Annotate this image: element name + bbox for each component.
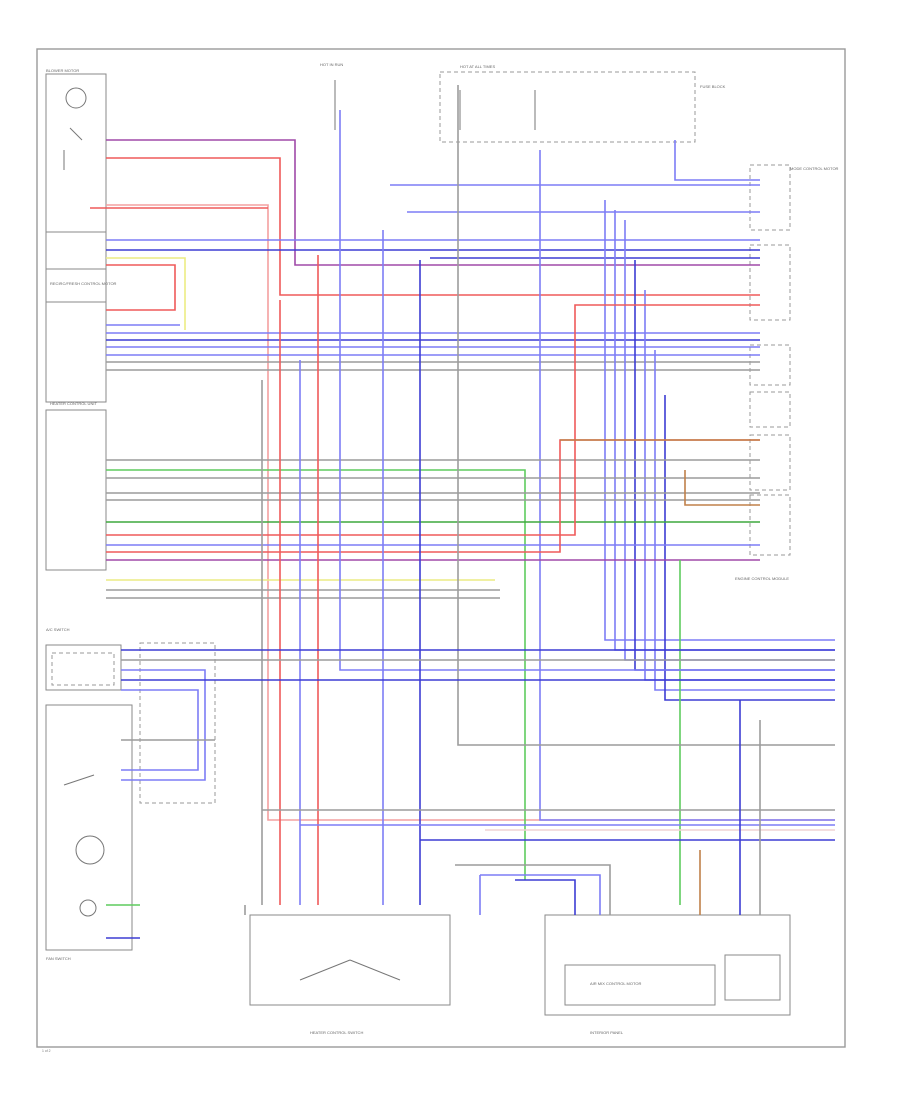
wire-navy-25: [664, 395, 835, 701]
wire-blue-46: [339, 110, 835, 671]
blower-motor-label: BLOWER MOTOR: [46, 68, 79, 73]
wire-blue-62: [479, 874, 601, 915]
fan-switch-label: FAN SWITCH: [46, 956, 71, 961]
wire-gray-64: [455, 864, 611, 915]
wire-red-10: [106, 264, 176, 311]
fuse-block-label: FUSE BLOCK: [700, 84, 726, 89]
wire-green-27: [106, 469, 526, 880]
mode-control-motor-label: MODE CONTROL MOTOR: [790, 166, 839, 171]
wire-violet-0: [106, 139, 760, 266]
interior-panel: INTERIOR PANEL AIR MIX CONTROL MOTOR: [544, 914, 791, 1035]
engine-control-module-label: ENGINE CONTROL MODULE: [735, 576, 789, 581]
fan-switch-section: FAN SWITCH: [45, 642, 216, 961]
wire-navy-63: [515, 879, 576, 915]
heater-control-unit-label: HEATER CONTROL UNIT: [50, 401, 97, 406]
page-number: 1 of 2: [42, 1049, 51, 1053]
wire-blue-18: [539, 150, 835, 821]
wire-blue-55: [121, 689, 199, 771]
heater-control-unit: HEATER CONTROL UNIT: [45, 401, 107, 571]
recirc-control-label: RECIRC/FRESH CONTROL MOTOR: [50, 281, 117, 286]
hot-at-all-times-label: HOT AT ALL TIMES: [460, 64, 495, 69]
interior-panel-label: INTERIOR PANEL: [590, 1030, 624, 1035]
ac-switch-section: A/C SWITCH: [45, 627, 122, 691]
hot-in-run-label: HOT IN RUN: [320, 62, 343, 67]
wire-yellow-9: [106, 257, 186, 330]
air-mix-control-label: AIR MIX CONTROL MOTOR: [590, 981, 641, 986]
recirc-control-servo: RECIRC/FRESH CONTROL MOTOR: [45, 231, 117, 403]
wire-blue-19: [604, 200, 835, 641]
wire-blue-23: [644, 290, 835, 681]
heater-control-switch-label: HEATER CONTROL SWITCH: [310, 1030, 363, 1035]
wire-blue-20: [614, 210, 835, 651]
wire-blue-26: [674, 140, 760, 181]
wire-blue-24: [654, 350, 835, 691]
right-connectors: ENGINE CONTROL MODULE MODE CONTROL MOTOR: [735, 164, 839, 581]
wire-blue-53: [121, 669, 206, 781]
wire-brown-41: [684, 470, 760, 506]
diagram-frame: [36, 48, 846, 1048]
wire-red-1: [106, 157, 760, 296]
power-feeds: HOT AT ALL TIMES HOT IN RUN FUSE BLOCK: [320, 62, 726, 143]
wire-harness: [90, 85, 835, 939]
heater-control-switch: HEATER CONTROL SWITCH: [249, 914, 451, 1035]
wire-gray-49: [457, 85, 835, 746]
ac-switch-label: A/C SWITCH: [46, 627, 70, 632]
blower-motor-section: BLOWER MOTOR: [45, 68, 107, 270]
wire-pink-2: [106, 204, 835, 821]
